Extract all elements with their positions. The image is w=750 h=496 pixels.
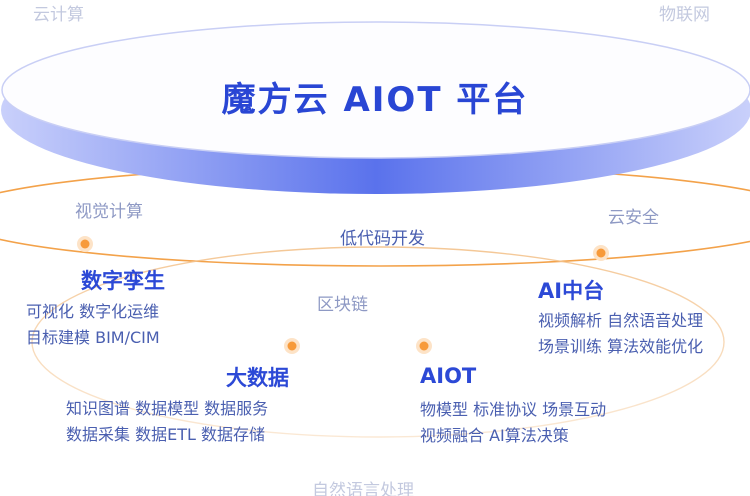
- node-dot-digital-twin: [77, 236, 93, 252]
- node-dot-aiot: [416, 338, 432, 354]
- node-line-aiot-2: 视频融合 AI算法决策: [420, 426, 569, 445]
- node-dot-big-data: [284, 338, 300, 354]
- label-blockchain: 区块链: [317, 295, 368, 315]
- label-visual-computing: 视觉计算: [75, 202, 143, 222]
- node-line-aiot-1: 物模型 标准协议 场景互动: [420, 400, 607, 419]
- node-dot-ai-center: [593, 245, 609, 261]
- node-title-aiot: AIOT: [420, 364, 477, 388]
- node-title-ai-center: AI中台: [538, 279, 605, 303]
- inner-orbit: [31, 246, 725, 438]
- node-line-big-data-1: 知识图谱 数据模型 数据服务: [66, 399, 269, 418]
- node-line-digital-twin-2: 目标建模 BIM/CIM: [26, 328, 160, 347]
- label-iot: 物联网: [659, 5, 710, 25]
- label-cloud-security: 云安全: [608, 208, 659, 228]
- node-title-big-data: 大数据: [226, 366, 289, 390]
- node-line-big-data-2: 数据采集 数据ETL 数据存储: [66, 425, 265, 444]
- platform-title: 魔方云 AIOT 平台: [221, 80, 529, 120]
- node-line-digital-twin-1: 可视化 数字化运维: [26, 302, 160, 321]
- label-low-code: 低代码开发: [340, 229, 425, 249]
- disc-top: [1, 21, 750, 159]
- node-title-digital-twin: 数字孪生: [81, 269, 165, 293]
- label-nlp: 自然语言处理: [312, 481, 414, 496]
- label-cloud-computing: 云计算: [33, 5, 84, 25]
- node-line-ai-center-1: 视频解析 自然语音处理: [538, 311, 704, 330]
- node-line-ai-center-2: 场景训练 算法效能优化: [538, 337, 704, 356]
